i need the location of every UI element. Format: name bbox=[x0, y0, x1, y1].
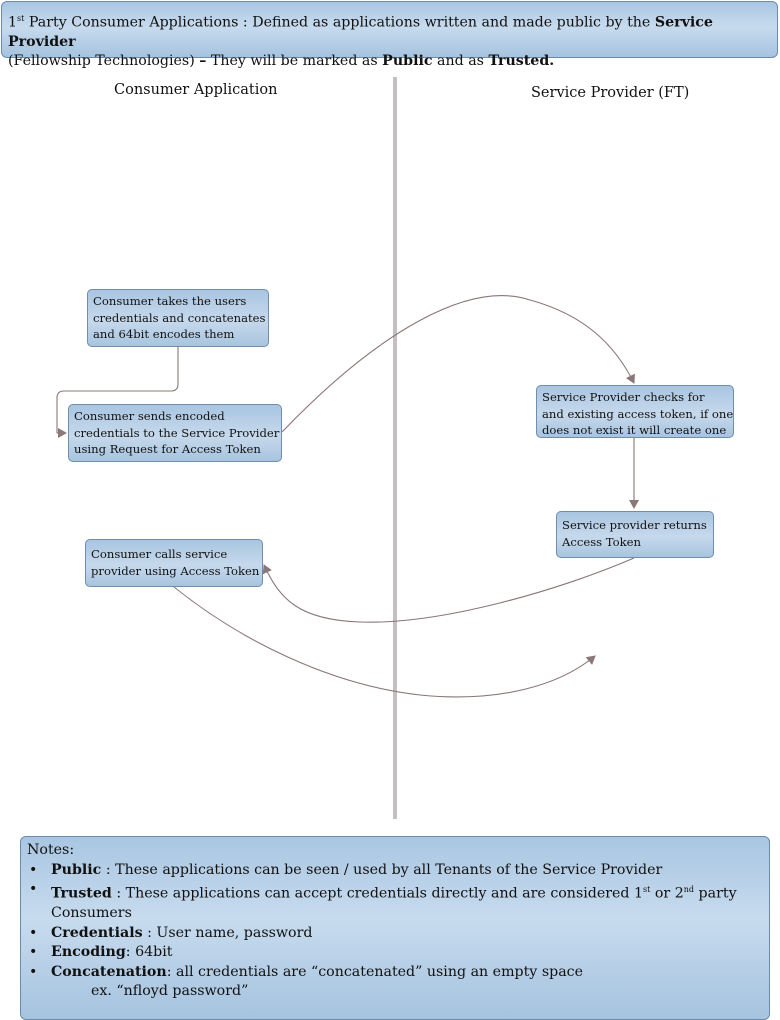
note-text-credentials: User name, password bbox=[156, 924, 313, 941]
box-calls-line-1: Consumer calls service bbox=[91, 547, 228, 561]
note-public: Public : These applications can be seen … bbox=[29, 861, 763, 881]
box-check-line-2: and existing access token, if one bbox=[542, 406, 734, 421]
note-sep-public: : bbox=[101, 861, 116, 878]
notes-title: Notes: bbox=[27, 842, 75, 858]
note-text-trusted-c: party bbox=[694, 885, 737, 902]
note-trusted: Trusted : These applications can accept … bbox=[29, 880, 763, 924]
header-company: (Fellowship Technologies) bbox=[8, 52, 200, 69]
box-check-line-1: Service Provider checks for bbox=[542, 390, 705, 404]
box-send-line-2: credentials to the Service Provider bbox=[74, 425, 280, 440]
header-dash: – bbox=[199, 52, 207, 69]
note-sep-credentials: : bbox=[142, 924, 157, 941]
box-returns-line-2: Access Token bbox=[562, 534, 641, 549]
header-ordinal: 1 bbox=[8, 14, 18, 31]
header-banner: 1st Party Consumer Applications : Define… bbox=[1, 1, 778, 69]
note-text-concatenation: all credentials are “concatenated” using… bbox=[176, 963, 583, 980]
note-text-encoding: 64bit bbox=[135, 944, 173, 961]
note-text-trusted-line2: Consumers bbox=[51, 905, 132, 922]
header-and-text: and as bbox=[432, 52, 489, 69]
box-send-line-1: Consumer sends encoded bbox=[74, 409, 225, 423]
header-line-2: (Fellowship Technologies) – They will be… bbox=[8, 52, 771, 71]
note-sep-concatenation: : bbox=[166, 963, 177, 980]
note-term-encoding: Encoding bbox=[51, 944, 126, 961]
arrow-calls-to-provider bbox=[173, 586, 596, 698]
note-term-trusted: Trusted bbox=[51, 885, 112, 902]
box-call-service-provider: Consumer calls service provider using Ac… bbox=[85, 539, 263, 587]
header-ordinal-suffix: st bbox=[17, 14, 25, 23]
box-concatenate-line-2: credentials and concatenates bbox=[93, 310, 266, 325]
header-public: Public bbox=[382, 52, 433, 69]
note-text-public: These applications can be seen / used by… bbox=[115, 861, 663, 878]
box-check-line-3: does not exist it will create one bbox=[542, 423, 727, 437]
arrow-concat-to-send bbox=[56, 347, 179, 438]
notes-panel: Notes: Public : These applications can b… bbox=[20, 836, 770, 1020]
note-sup-nd: nd bbox=[683, 885, 695, 894]
note-example-concatenation: ex. “nfloyd password” bbox=[91, 983, 249, 1000]
header-marked-text: They will be marked as bbox=[206, 52, 383, 69]
box-send-credentials: Consumer sends encoded credentials to th… bbox=[68, 404, 282, 462]
box-calls-line-2: provider using Access Token bbox=[91, 563, 260, 578]
note-term-concatenation: Concatenation bbox=[51, 963, 167, 980]
note-encoding: Encoding: 64bit bbox=[29, 943, 763, 963]
box-concatenate-credentials: Consumer takes the users credentials and… bbox=[87, 289, 269, 347]
note-sup-st: st bbox=[643, 885, 651, 894]
box-check-access-token: Service Provider checks for and existing… bbox=[536, 385, 734, 438]
note-concatenation: Concatenation: all credentials are “conc… bbox=[29, 963, 763, 1002]
box-send-line-3: using Request for Access Token bbox=[74, 442, 261, 456]
header-line-1: 1st Party Consumer Applications : Define… bbox=[8, 9, 771, 52]
note-term-public: Public bbox=[51, 861, 102, 878]
consumer-column-title: Consumer Application bbox=[114, 82, 278, 98]
note-text-trusted-b: or 2 bbox=[650, 885, 684, 902]
notes-list: Public : These applications can be seen … bbox=[27, 861, 763, 1002]
note-credentials: Credentials : User name, password bbox=[29, 924, 763, 944]
box-return-access-token: Service provider returns Access Token bbox=[556, 511, 714, 558]
box-returns-line-1: Service provider returns bbox=[562, 518, 707, 532]
box-concatenate-line-3: and 64bit encodes them bbox=[93, 327, 235, 341]
provider-column-title: Service Provider (FT) bbox=[531, 85, 690, 101]
box-concatenate-line-1: Consumer takes the users bbox=[93, 294, 247, 308]
header-service-provider: Service Provider bbox=[8, 14, 713, 50]
arrow-returns-to-calls bbox=[262, 557, 635, 623]
arrow-send-to-check bbox=[281, 295, 635, 433]
note-sep-trusted: : bbox=[111, 885, 126, 902]
note-text-trusted-a: These applications can accept credential… bbox=[125, 885, 644, 902]
header-trusted: Trusted. bbox=[488, 52, 555, 69]
column-divider bbox=[393, 77, 397, 819]
header-definition: Party Consumer Applications : Defined as… bbox=[24, 14, 655, 31]
note-sep-encoding: : bbox=[125, 944, 136, 961]
note-term-credentials: Credentials bbox=[51, 924, 143, 941]
